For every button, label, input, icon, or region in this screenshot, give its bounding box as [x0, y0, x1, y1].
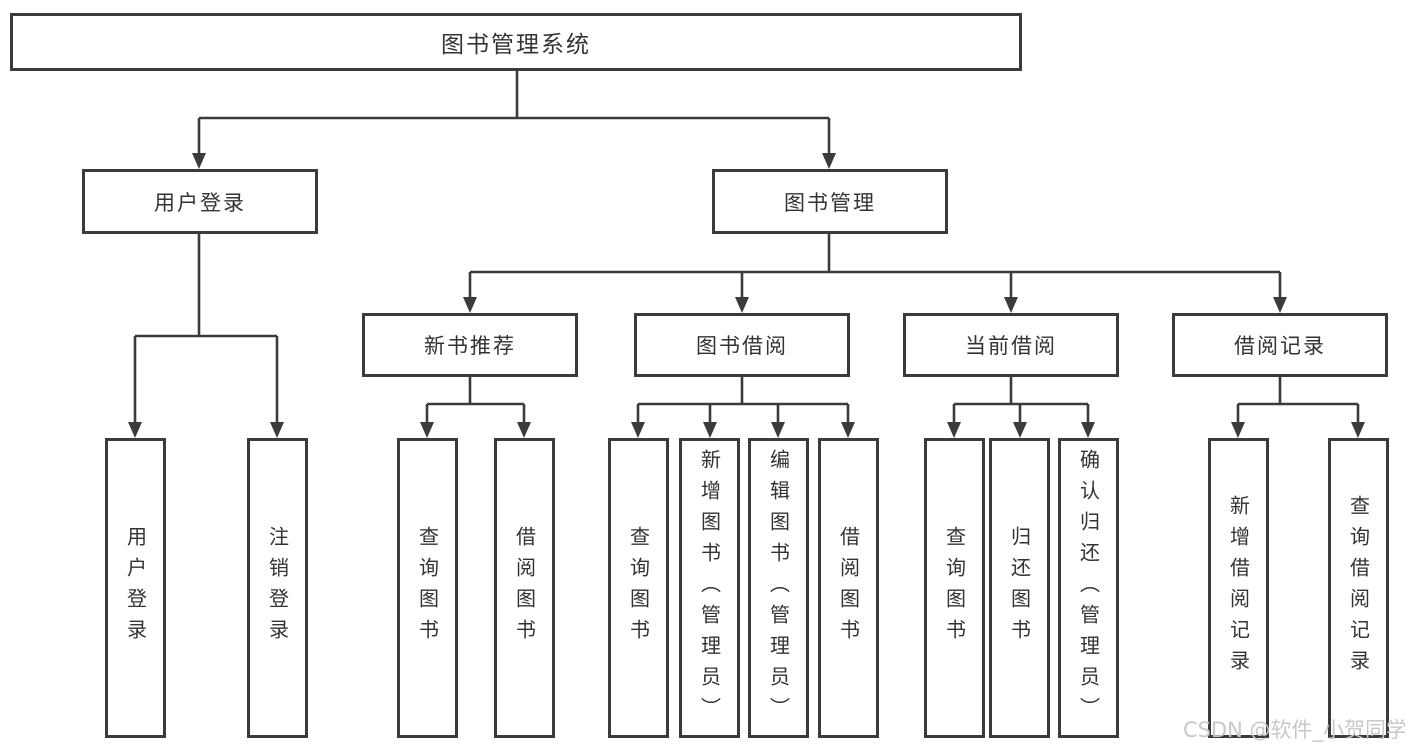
node-book-management: 图书管理 [712, 169, 948, 234]
connector-user-login-to-children [128, 234, 284, 438]
node-borrow-records-label: 借阅记录 [1234, 334, 1326, 358]
leaf-query-books-borrow: 查询图书 [608, 438, 669, 738]
leaf-query-books-recommend: 查询图书 [397, 438, 458, 738]
leaf-edit-books-admin: 编辑图书（管理员） [748, 438, 809, 738]
connector-root-to-level2 [192, 70, 836, 169]
connector-book-management-to-level3 [463, 234, 1287, 313]
node-book-borrow-label: 图书借阅 [696, 334, 788, 358]
leaf-user-login: 用户登录 [105, 438, 166, 738]
leaf-borrow-books-label: 借阅图书 [836, 526, 861, 650]
node-borrow-records: 借阅记录 [1172, 313, 1388, 377]
leaf-user-login-label: 用户登录 [123, 526, 148, 650]
leaf-query-books-current: 查询图书 [924, 438, 985, 738]
node-book-borrow: 图书借阅 [634, 313, 850, 377]
leaf-edit-books-admin-label: 编辑图书（管理员） [766, 448, 791, 728]
leaf-return-books: 归还图书 [989, 438, 1050, 738]
leaf-borrow-books-recommend-label: 借阅图书 [512, 526, 537, 650]
node-user-login-label: 用户登录 [154, 190, 246, 215]
leaf-add-books-admin-label: 新增图书（管理员） [697, 448, 722, 728]
node-root: 图书管理系统 [10, 13, 1022, 71]
leaf-confirm-return-admin: 确认归还（管理员） [1058, 438, 1119, 738]
leaf-query-books-current-label: 查询图书 [942, 526, 967, 650]
leaf-query-books-recommend-label: 查询图书 [415, 526, 440, 650]
leaf-query-borrow-record: 查询借阅记录 [1328, 438, 1389, 738]
leaf-add-borrow-record-label: 新增借阅记录 [1226, 495, 1251, 681]
leaf-borrow-books: 借阅图书 [818, 438, 879, 738]
leaf-logout: 注销登录 [247, 438, 308, 738]
node-new-book-recommend-label: 新书推荐 [424, 334, 516, 358]
connector-borrow-records-to-children [1231, 377, 1365, 438]
watermark: CSDN @软件_小贺同学 [1183, 718, 1405, 742]
leaf-add-books-admin: 新增图书（管理员） [679, 438, 740, 738]
node-root-label: 图书管理系统 [441, 32, 591, 58]
connector-current-borrow-to-children [947, 377, 1095, 438]
leaf-logout-label: 注销登录 [265, 526, 290, 650]
leaf-return-books-label: 归还图书 [1007, 526, 1032, 650]
leaf-add-borrow-record: 新增借阅记录 [1208, 438, 1269, 738]
node-current-borrow: 当前借阅 [903, 313, 1119, 377]
node-new-book-recommend: 新书推荐 [362, 313, 578, 377]
node-user-login: 用户登录 [82, 169, 318, 234]
leaf-query-books-borrow-label: 查询图书 [626, 526, 651, 650]
leaf-borrow-books-recommend: 借阅图书 [494, 438, 555, 738]
connector-new-book-to-children [420, 377, 531, 438]
node-current-borrow-label: 当前借阅 [965, 334, 1057, 358]
leaf-confirm-return-admin-label: 确认归还（管理员） [1076, 448, 1101, 728]
node-book-management-label: 图书管理 [784, 190, 876, 215]
connector-book-borrow-to-children [631, 377, 855, 438]
leaf-query-borrow-record-label: 查询借阅记录 [1346, 495, 1371, 681]
